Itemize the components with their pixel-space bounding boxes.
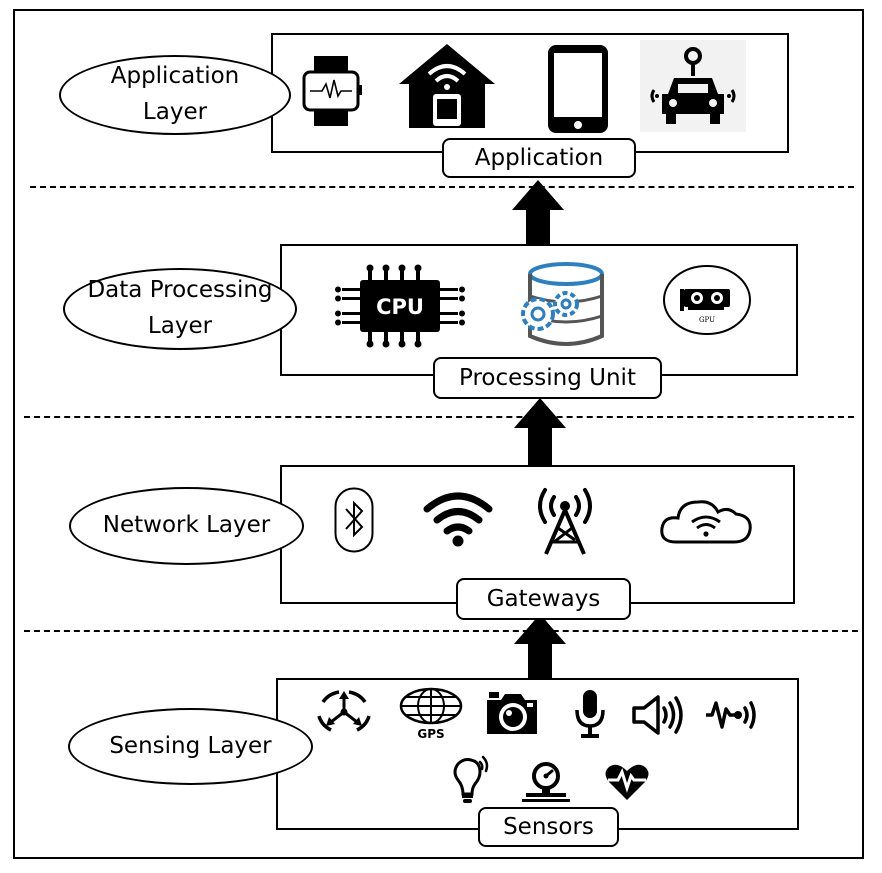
database-gears-icon [510,262,606,350]
application-layer-name-line2: Layer [142,99,208,125]
up-arrow [512,180,564,246]
data-processing-layer-name-line1: Data Processing [87,277,273,304]
speaker-icon [630,694,684,736]
smartwatch-icon [300,56,362,126]
accelerometer-icon [313,688,375,736]
data-processing-layer-ellipse: Data Processing Layer [63,268,297,350]
smart-home-icon [399,44,495,128]
gps-icon: GPS [398,687,464,741]
up-arrow [514,614,566,680]
application-layer-name-line1: Application [110,63,240,90]
autonomous-car-icon [640,40,746,132]
data-processing-layer-name-line2: Layer [147,313,213,339]
application-unit-label: Application [442,138,636,178]
cpu-icon-text: CPU [376,295,424,319]
network-layer-name: Network Layer [102,512,271,539]
gps-icon-text: GPS [417,727,444,741]
sensing-layer-ellipse: Sensing Layer [68,708,313,785]
diagram-frame [13,9,864,859]
sensors-label: Sensors [478,807,619,847]
cpu-icon: CPU [330,264,470,348]
smartphone-icon [548,45,608,133]
microphone-icon [573,690,607,738]
wifi-icon [423,491,493,547]
sensing-layer-name: Sensing Layer [109,732,272,759]
pressure-gauge-icon [522,762,570,802]
cloud-wifi-icon [658,496,754,546]
vibration-sensor-icon [704,697,762,733]
cell-tower-icon [528,486,602,556]
camera-icon [485,690,539,736]
gpu-icon: GPU [662,264,752,336]
light-bulb-icon [452,755,490,804]
gateways-label: Gateways [456,578,631,620]
up-arrow [514,398,566,466]
layer-separator [24,416,854,418]
sensing-layer-box [276,678,799,830]
processing-unit-label: Processing Unit [433,357,662,399]
gpu-icon-text: GPU [699,316,715,324]
application-layer-ellipse: Application Layer [59,55,291,135]
bluetooth-icon [334,487,374,553]
layer-separator [24,630,858,632]
network-layer-ellipse: Network Layer [69,487,304,565]
heart-rate-icon [604,762,650,802]
layer-separator [30,186,854,188]
